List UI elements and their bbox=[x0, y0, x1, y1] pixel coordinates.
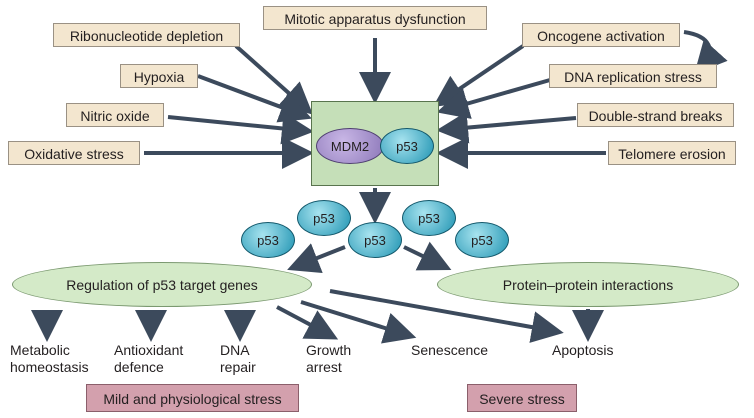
arrow-dna-replication bbox=[436, 78, 551, 119]
dna-replication-stress-box: DNA replication stress bbox=[549, 64, 717, 88]
telomere-erosion-box: Telomere erosion bbox=[608, 141, 736, 165]
oxidative-stress-box: Oxidative stress bbox=[8, 141, 140, 165]
mitotic-apparatus-box: Mitotic apparatus dysfunction bbox=[263, 6, 487, 30]
p53-free-3: p53 bbox=[241, 222, 295, 258]
ribonucleotide-depletion-box: Ribonucleotide depletion bbox=[53, 23, 240, 47]
p53-free-5: p53 bbox=[455, 222, 509, 258]
arrow-to-regulation bbox=[287, 243, 346, 273]
mild-stress-band: Mild and physiological stress bbox=[86, 384, 299, 412]
p53-free-1: p53 bbox=[297, 200, 351, 236]
senescence-label: Senescence bbox=[411, 342, 489, 358]
p53-free-4: p53 bbox=[348, 222, 402, 258]
nitric-oxide-box: Nitric oxide bbox=[66, 103, 164, 127]
arrow-nitric-oxide bbox=[167, 112, 314, 145]
arrow-oncogene-loop bbox=[683, 30, 728, 74]
p53-bound: p53 bbox=[380, 128, 434, 164]
mdm2-protein: MDM2 bbox=[316, 128, 384, 164]
arrow-growth bbox=[276, 305, 339, 340]
growth-arrest-label: Growth arrest bbox=[306, 342, 352, 375]
arrow-double-strand bbox=[436, 111, 577, 144]
arrow-hypoxia bbox=[197, 74, 312, 123]
apoptosis-label: Apoptosis bbox=[552, 342, 614, 358]
dna-repair-label: DNA repair bbox=[220, 342, 256, 375]
double-strand-breaks-box: Double-strand breaks bbox=[577, 103, 734, 127]
oncogene-activation-box: Oncogene activation bbox=[522, 23, 680, 47]
severe-stress-band: Severe stress bbox=[467, 384, 577, 412]
arrow-apoptosis-reg bbox=[329, 289, 564, 343]
hypoxia-box: Hypoxia bbox=[120, 64, 198, 88]
protein-interactions-oval: Protein–protein interactions bbox=[437, 262, 739, 307]
arrow-to-interactions bbox=[403, 241, 452, 271]
metabolic-homeostasis-label: Metabolic homeostasis bbox=[10, 342, 89, 375]
arrow-senescence bbox=[300, 300, 417, 344]
regulation-target-genes-oval: Regulation of p53 target genes bbox=[12, 262, 312, 307]
antioxidant-defence-label: Antioxidant defence bbox=[114, 342, 184, 375]
p53-free-2: p53 bbox=[402, 200, 456, 236]
